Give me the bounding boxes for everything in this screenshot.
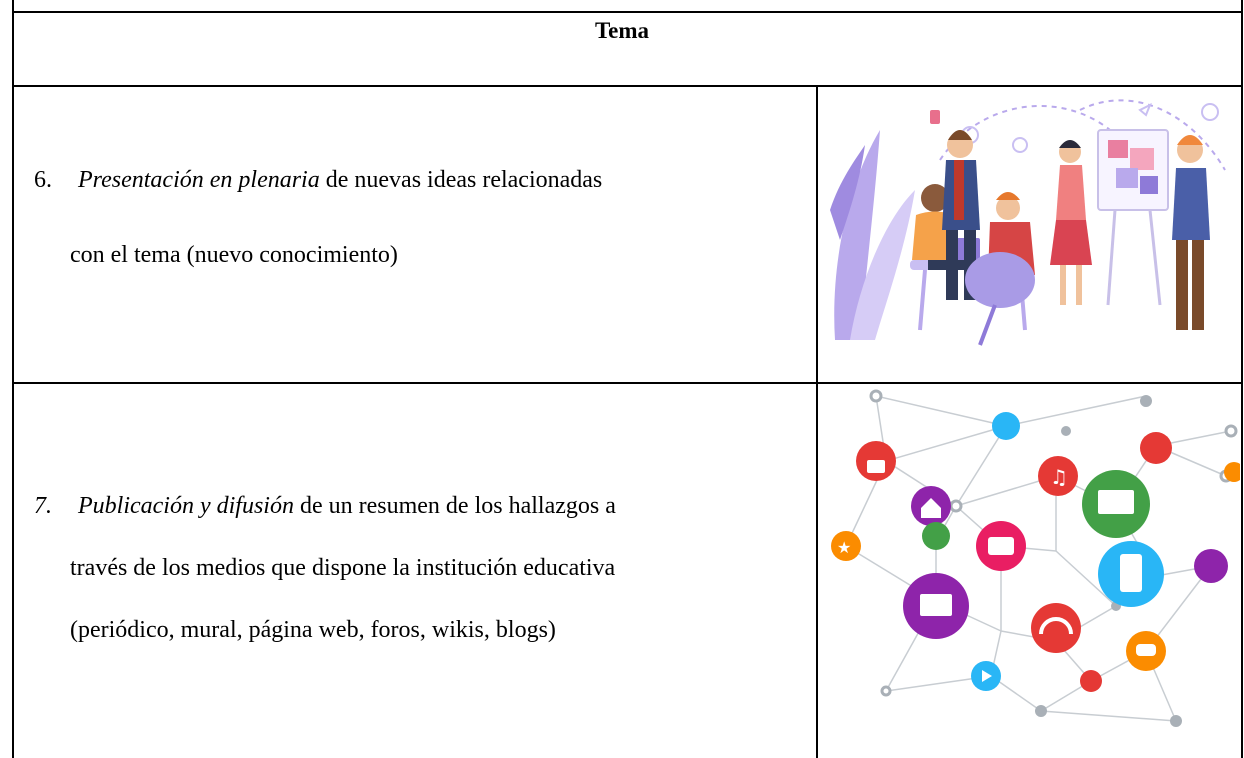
svg-text:♫: ♫	[1050, 465, 1068, 489]
item-emphasis: Publicación y difusión	[78, 493, 294, 519]
item-7-line-2: través de los medios que dispone la inst…	[70, 555, 616, 581]
header-bottom-border	[12, 85, 1243, 87]
team-brainstorming-image	[830, 90, 1238, 347]
column-divider	[816, 85, 818, 758]
item-number: 6.	[34, 167, 52, 193]
item-6-line-2: con el tema (nuevo conocimiento)	[70, 242, 398, 268]
row-divider	[12, 382, 1243, 384]
item-text: de nuevas ideas relacionadas	[319, 167, 603, 193]
border-right	[1241, 0, 1243, 758]
table-header-title: Tema	[594, 18, 650, 43]
item-emphasis: Presentación en plenaria	[78, 167, 320, 193]
item-7-line-1: 7. Publicación y difusión de un resumen …	[34, 494, 616, 518]
network-icons-image: ♫ ★	[831, 389, 1240, 727]
social-media-network-illustration: ♫ ★	[826, 386, 1240, 758]
item-text: de un resumen de los hallazgos a	[293, 493, 616, 519]
border-left	[12, 0, 14, 758]
header-top-border	[12, 11, 1243, 13]
item-number: 7.	[34, 493, 52, 519]
item-6-line-1: 6. Presentación en plenaria de nuevas id…	[34, 168, 602, 192]
team-brainstorming-illustration	[830, 90, 1238, 347]
svg-text:★: ★	[837, 538, 851, 557]
item-7-line-3: (periódico, mural, página web, foros, wi…	[70, 617, 556, 643]
